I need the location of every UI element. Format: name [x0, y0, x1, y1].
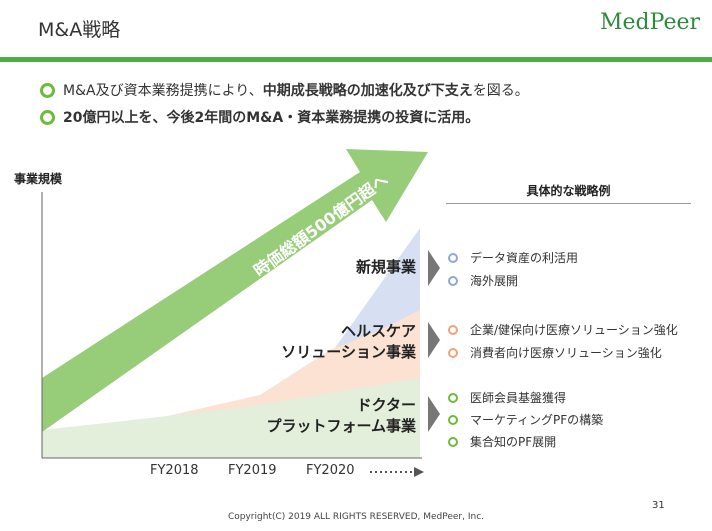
- strategy-item-text: 企業/健保向け医療ソリューション強化: [470, 323, 678, 337]
- strategy-item-text: 集合知のPF展開: [470, 435, 557, 449]
- x-tick-fy2020: FY2020: [306, 463, 355, 478]
- green-ring-icon: [448, 436, 458, 447]
- orange-ring-icon: [448, 324, 458, 335]
- page-number: 31: [652, 500, 665, 511]
- x-dotted-arrowhead: [414, 467, 424, 477]
- growth-arrow-shape: [42, 149, 428, 432]
- blue-ring-icon: [448, 275, 458, 286]
- x-tick-fy2018: FY2018: [150, 463, 199, 478]
- chevron-healthcare: [428, 322, 440, 358]
- medpeer-logo: MedPeer: [600, 10, 700, 35]
- strategy-item: 海外展開: [448, 272, 518, 289]
- segment-doctor-line-2: プラットフォーム事業: [266, 417, 416, 435]
- page-title: M&A戦略: [38, 19, 121, 41]
- bullet-1-bold: 中期成長戦略の加速化及び下支え: [262, 83, 473, 99]
- strategy-item: 消費者向け医療ソリューション強化: [448, 344, 662, 361]
- bullet-1: M&A及び資本業務提携により、中期成長戦略の加速化及び下支えを図る。: [40, 80, 529, 100]
- bullet-2: 20億円以上を、今後2年間のM&A・資本業務提携の投資に活用。: [40, 107, 479, 127]
- strategy-item: 集合知のPF展開: [448, 433, 556, 450]
- segment-healthcare-line-1: ヘルスケア: [340, 322, 416, 340]
- x-tick-fy2019: FY2019: [228, 463, 277, 478]
- header-divider: [0, 57, 712, 62]
- bullet-1-pre: M&A及び資本業務提携により、: [63, 83, 263, 99]
- bullet-1-post: を図る。: [472, 83, 529, 99]
- segment-new-line-1: 新規事業: [355, 258, 416, 276]
- bullet-ring-icon: [40, 109, 55, 125]
- strategy-item-text: マーケティングPFの構築: [470, 413, 604, 427]
- strategy-heading-underline: [446, 203, 691, 204]
- segment-label-healthcare: ヘルスケア ソリューション事業: [250, 321, 416, 363]
- segment-label-new: 新規事業: [290, 257, 416, 278]
- bullet-2-post: 。: [465, 110, 480, 126]
- strategy-item: マーケティングPFの構築: [448, 411, 603, 428]
- chevron-doctor: [428, 396, 440, 432]
- strategy-item-text: 消費者向け医療ソリューション強化: [470, 346, 662, 360]
- strategy-item: 医師会員基盤獲得: [448, 389, 566, 406]
- green-ring-icon: [448, 414, 458, 425]
- strategy-item: データ資産の利活用: [448, 249, 578, 266]
- orange-ring-icon: [448, 347, 458, 358]
- strategy-item-text: データ資産の利活用: [470, 251, 579, 265]
- bullet-2-bold: 20億円以上を、今後2年間のM&A・資本業務提携の投資に活用: [63, 110, 466, 126]
- bullet-ring-icon: [40, 82, 55, 98]
- strategy-item: 企業/健保向け医療ソリューション強化: [448, 321, 678, 338]
- chevron-new: [428, 250, 440, 286]
- strategy-item-text: 医師会員基盤獲得: [470, 391, 567, 405]
- segment-healthcare-line-2: ソリューション事業: [281, 343, 416, 361]
- segment-doctor-line-1: ドクター: [356, 396, 416, 414]
- strategy-heading: 具体的な戦略例: [526, 184, 611, 198]
- blue-ring-icon: [448, 252, 458, 263]
- segment-label-doctor: ドクター プラットフォーム事業: [230, 395, 416, 437]
- green-ring-icon: [448, 392, 458, 403]
- strategy-item-text: 海外展開: [470, 274, 519, 288]
- y-axis-label: 事業規模: [14, 172, 63, 186]
- doctor-platform-area: [42, 378, 420, 458]
- copyright: Copyright(C) 2019 ALL RIGHTS RESERVED, M…: [227, 512, 485, 522]
